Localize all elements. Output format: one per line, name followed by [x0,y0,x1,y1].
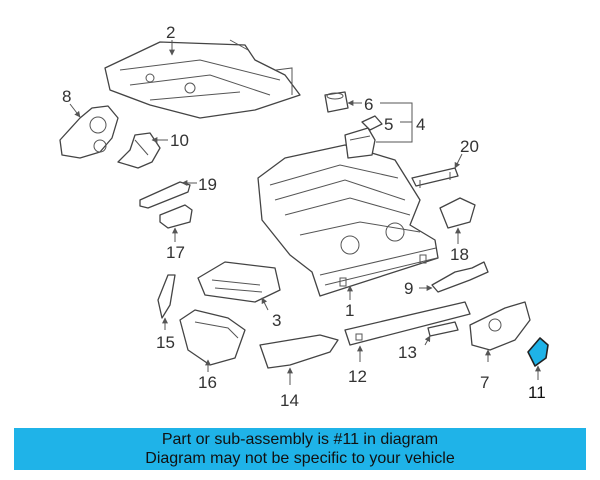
part-3-tray [197,261,281,303]
callout-12: 12 [348,367,367,386]
callout-6: 6 [364,95,373,114]
callout-10: 10 [170,131,189,150]
part-20-handle [411,167,459,188]
part-14-trim [259,334,339,369]
part-5-cover [361,115,383,131]
part-15-bracket [157,274,176,319]
part-19-trim-strip [139,181,191,209]
part-9-cable [431,261,489,293]
part-2-seat-track [104,39,301,119]
part-1-seat-frame [257,144,439,297]
callout-13: 13 [398,343,417,362]
callout-8: 8 [62,87,71,106]
callout-18: 18 [450,245,469,264]
callout-3: 3 [272,311,281,330]
part-4-switch [344,127,376,159]
callout-2: 2 [166,23,175,42]
banner-line-2: Diagram may not be specific to your vehi… [145,450,455,467]
part-6-knob [324,91,349,113]
callout-16: 16 [198,373,217,392]
callout-11: 11 [528,383,546,402]
part-7-side-cover [469,301,531,351]
callout-4: 4 [416,115,425,134]
callout-20: 20 [460,137,479,156]
callout-5: 5 [384,115,393,134]
parts-diagram: 2 8 10 19 17 1 6 5 [59,23,549,410]
callout-15: 15 [156,333,175,352]
callout-1: 1 [345,301,354,320]
part-8-recliner [59,105,119,159]
part-11-highlighted [527,337,549,367]
callout-9: 9 [404,279,413,298]
callout-14: 14 [280,391,299,410]
part-13-cover [427,321,459,337]
info-banner: Part or sub-assembly is #11 in diagram D… [14,428,586,470]
banner-line-1: Part or sub-assembly is #11 in diagram [161,431,439,448]
part-18-cover [439,197,476,229]
callout-7: 7 [480,373,489,392]
part-10-bracket [117,132,161,169]
part-16-side-shield [179,309,246,366]
callout-19: 19 [198,175,217,194]
part-17-clip [159,204,193,229]
callout-17: 17 [166,243,185,262]
part-12-rail [344,301,471,346]
